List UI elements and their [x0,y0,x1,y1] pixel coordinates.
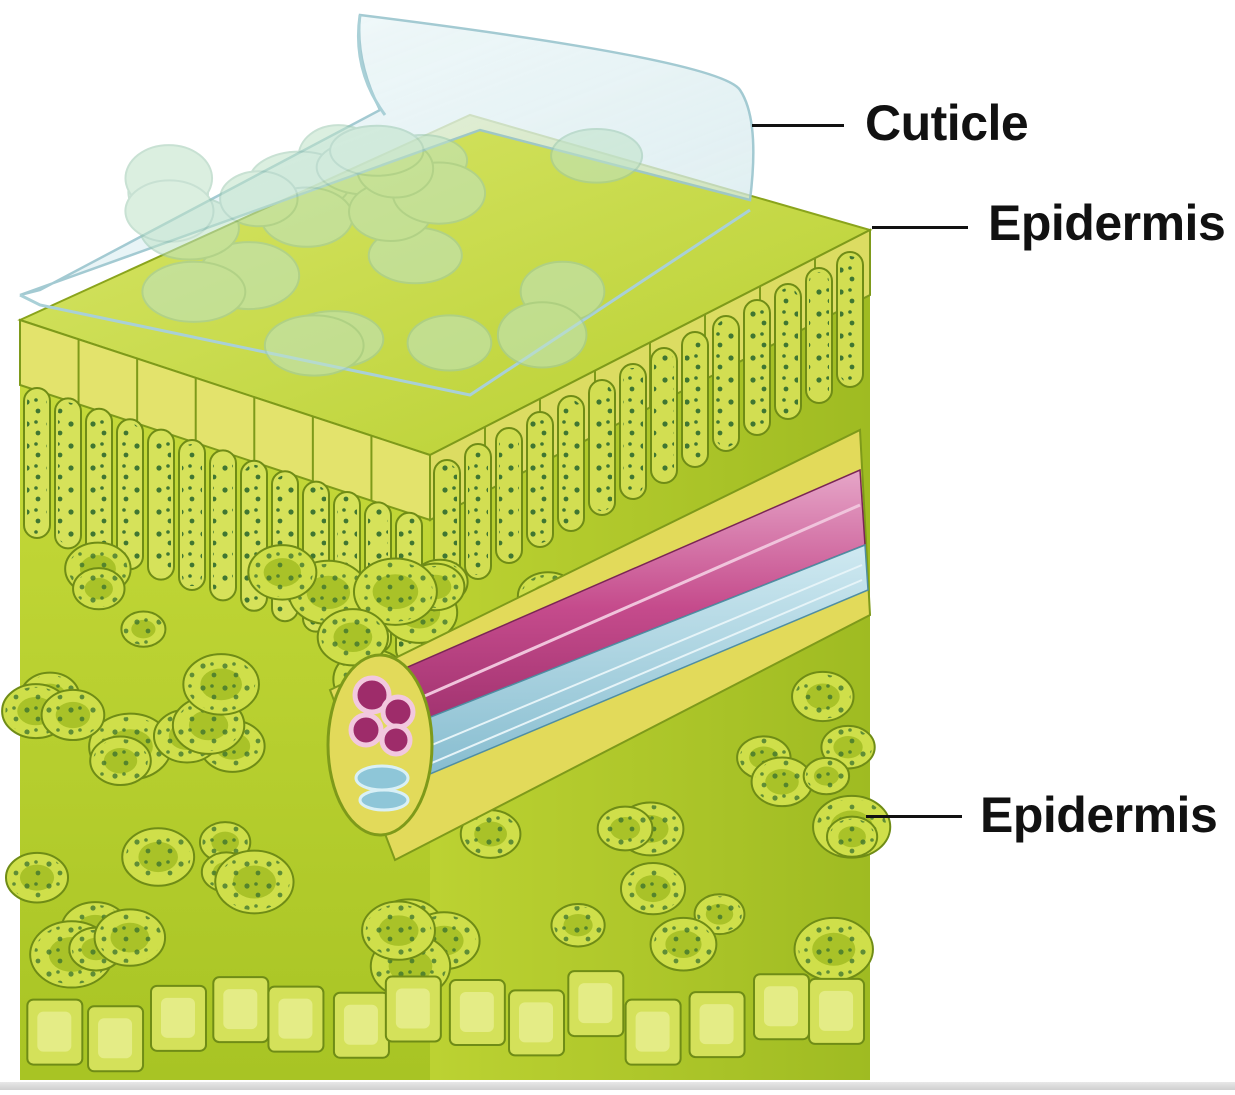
cuticle-leader-line [752,124,844,127]
bottom-divider [0,1082,1235,1090]
upper-epidermis-label: Epidermis [988,198,1225,248]
lower-epidermis-leader-line [866,815,962,818]
lower-epidermis-label: Epidermis [980,790,1217,840]
cuticle-label: Cuticle [865,98,1028,148]
upper-epidermis-leader-line [872,226,968,229]
